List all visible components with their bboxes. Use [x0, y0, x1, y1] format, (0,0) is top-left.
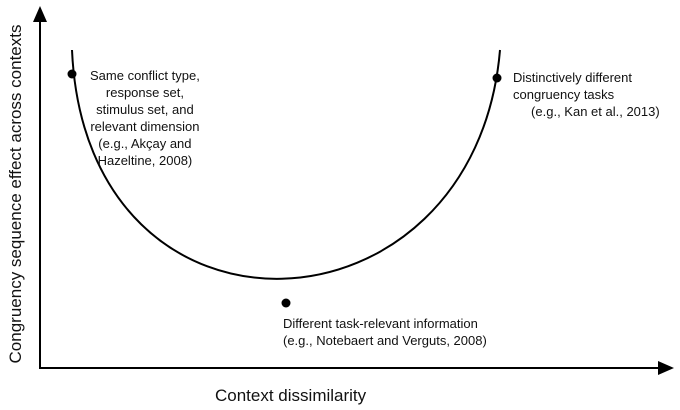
- x-axis-label: Context dissimilarity: [215, 386, 367, 405]
- point-same: [67, 69, 77, 79]
- x-axis-arrowhead: [658, 361, 674, 375]
- annotation-distinct-tasks: Distinctively different congruency tasks…: [513, 70, 660, 119]
- annotation-same-conflict: Same conflict type, response set, stimul…: [90, 68, 200, 168]
- point-different: [281, 298, 291, 308]
- u-curve: [71, 49, 501, 280]
- point-distinct: [492, 73, 502, 83]
- y-axis-label: Congruency sequence effect across contex…: [6, 24, 25, 364]
- y-axis-arrowhead: [33, 6, 47, 22]
- annotation-different-info: Different task-relevant information (e.g…: [283, 316, 487, 348]
